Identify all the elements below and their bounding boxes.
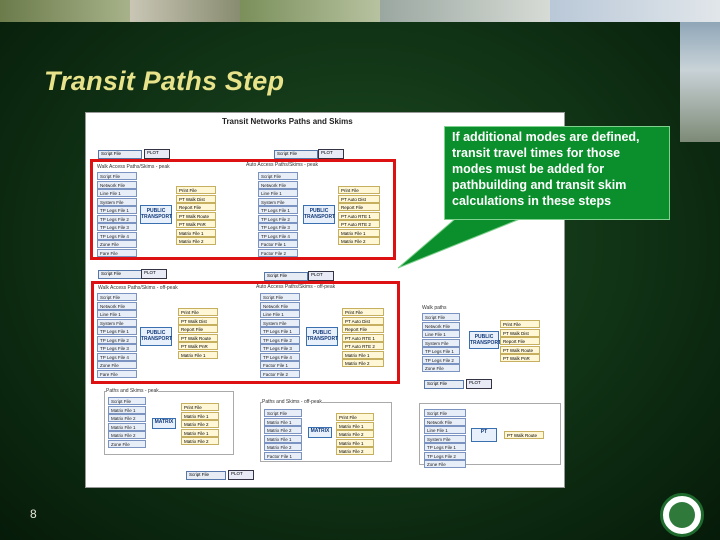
organization-logo bbox=[660, 493, 704, 537]
callout-note: If additional modes are defined, transit… bbox=[444, 126, 670, 220]
logo-emblem bbox=[669, 502, 695, 528]
page-number: 8 bbox=[30, 507, 37, 521]
